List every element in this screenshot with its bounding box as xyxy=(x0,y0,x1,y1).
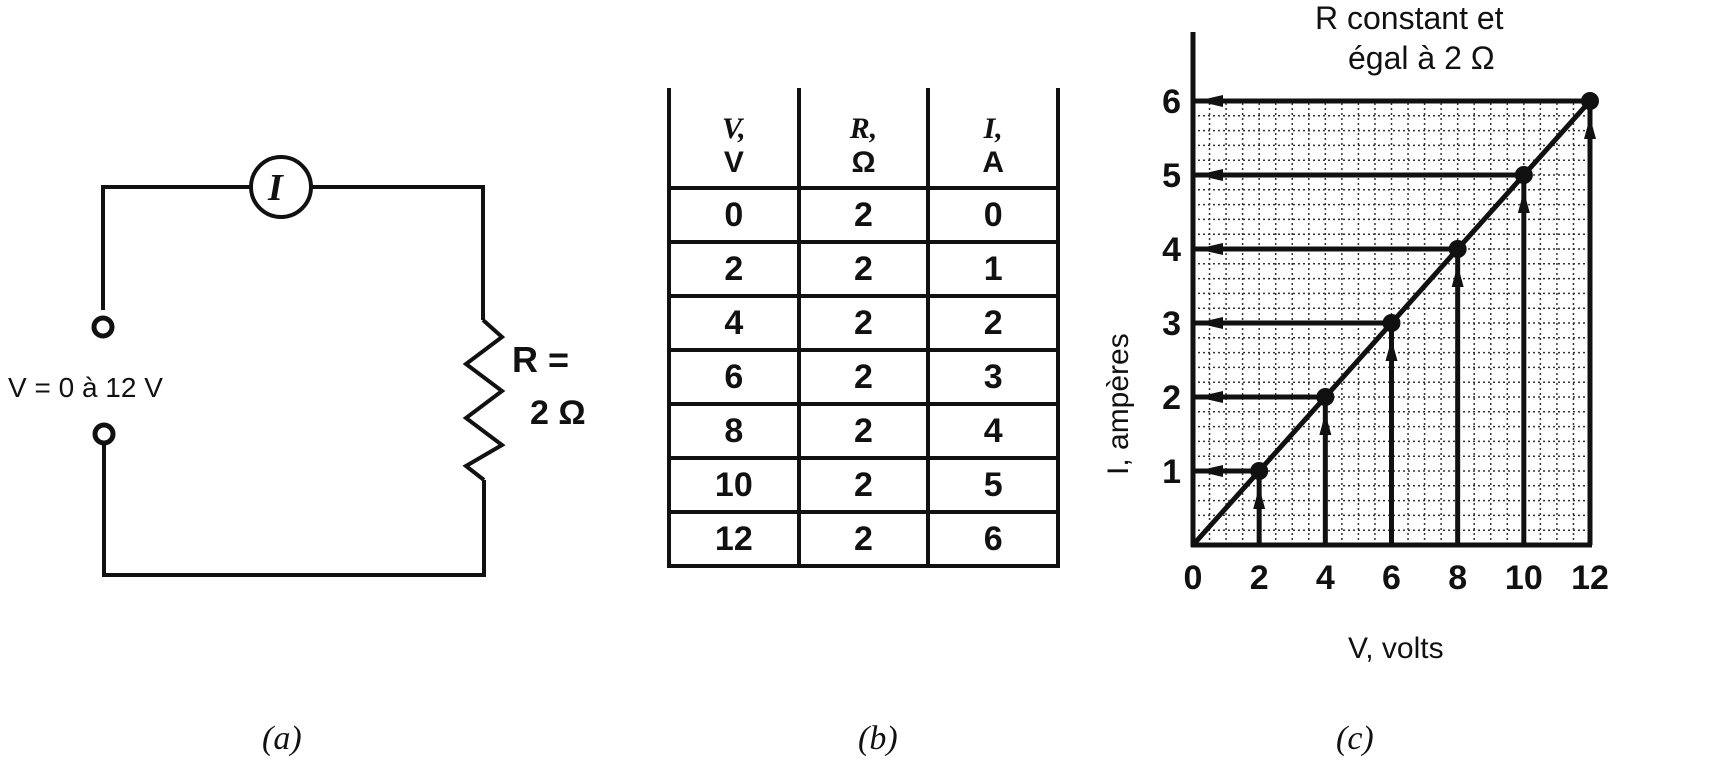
cell-resistance: 2 xyxy=(796,512,931,568)
circuit-diagram: I V = 0 à 12 V R = 2 Ω (a) xyxy=(0,0,620,777)
data-point xyxy=(1250,462,1269,480)
cell-voltage: 6 xyxy=(667,350,801,406)
arrowhead-left-icon xyxy=(1197,391,1223,403)
arrowhead-up-icon xyxy=(1584,117,1596,139)
cell-current: 2 xyxy=(926,296,1060,352)
y-tick-label: 2 xyxy=(1162,379,1181,417)
caption-c: (c) xyxy=(1336,720,1374,757)
data-point xyxy=(1316,388,1335,406)
header-resistance: R,Ω xyxy=(796,88,931,190)
data-point xyxy=(1581,92,1599,110)
y-tick-label: 1 xyxy=(1162,453,1181,491)
terminal-top-icon xyxy=(91,315,115,339)
resistor-label-line2: 2 Ω xyxy=(530,394,586,432)
chart-title-line2: égal à 2 Ω xyxy=(1348,40,1495,76)
arrowhead-up-icon xyxy=(1451,265,1464,287)
arrowhead-left-icon xyxy=(1197,243,1223,255)
arrowhead-left-icon xyxy=(1197,169,1223,181)
arrowhead-up-icon xyxy=(1385,339,1398,361)
arrowhead-up-icon xyxy=(1253,487,1266,509)
x-tick-label: 2 xyxy=(1250,559,1269,597)
cell-voltage: 2 xyxy=(667,242,801,298)
cell-resistance: 2 xyxy=(796,188,931,244)
circuit-wires xyxy=(91,155,506,577)
arrowhead-up-icon xyxy=(1319,413,1332,435)
source-voltage-label: V = 0 à 12 V xyxy=(8,372,163,403)
caption-b: (b) xyxy=(858,720,898,757)
cell-current: 6 xyxy=(926,512,1060,568)
x-tick-label: 8 xyxy=(1448,559,1467,597)
y-axis-label: I, ampères xyxy=(1102,333,1135,475)
data-point xyxy=(1448,240,1467,258)
cell-resistance: 2 xyxy=(796,458,931,514)
x-tick-label: 0 xyxy=(1184,559,1203,597)
data-point xyxy=(1514,166,1533,184)
cell-current: 4 xyxy=(926,404,1060,460)
cell-voltage: 12 xyxy=(667,512,801,568)
data-point xyxy=(1382,314,1401,332)
x-tick-label: 12 xyxy=(1571,559,1609,597)
ammeter-label: I xyxy=(268,167,283,209)
x-axis-label: V, volts xyxy=(1348,632,1444,665)
cell-current: 3 xyxy=(926,350,1060,406)
cell-voltage: 0 xyxy=(667,188,801,244)
cell-voltage: 4 xyxy=(667,296,801,352)
cell-current: 5 xyxy=(926,458,1060,514)
table-header-row: V,V R,Ω I,A xyxy=(667,88,1060,190)
cell-voltage: 10 xyxy=(667,458,801,514)
chart-title-text: R constant et xyxy=(1315,0,1504,36)
wire-top-left xyxy=(101,185,250,310)
chart-title-line1: R constant et xyxy=(1315,0,1504,37)
header-current: I,A xyxy=(926,88,1060,190)
cell-resistance: 2 xyxy=(796,242,931,298)
y-tick-label: 6 xyxy=(1162,83,1181,121)
arrowhead-left-icon xyxy=(1197,95,1223,107)
wire-top-right xyxy=(312,185,485,320)
x-tick-label: 4 xyxy=(1316,559,1335,597)
arrowhead-left-icon xyxy=(1197,465,1223,477)
resistor-icon xyxy=(462,318,506,482)
y-tick-label: 4 xyxy=(1162,231,1181,269)
cell-current: 0 xyxy=(926,188,1060,244)
cell-resistance: 2 xyxy=(796,296,931,352)
ammeter-icon xyxy=(249,155,313,219)
caption-a: (a) xyxy=(262,720,302,757)
cell-resistance: 2 xyxy=(796,404,931,460)
arrowhead-up-icon xyxy=(1517,191,1530,213)
arrowhead-left-icon xyxy=(1197,317,1223,329)
cell-voltage: 8 xyxy=(667,404,801,460)
y-tick-label: 5 xyxy=(1162,157,1181,195)
cell-current: 1 xyxy=(926,242,1060,298)
y-tick-label: 3 xyxy=(1162,305,1181,343)
terminal-bottom-icon xyxy=(92,422,116,446)
x-tick-label: 10 xyxy=(1505,559,1543,597)
wire-bottom xyxy=(102,443,486,577)
header-voltage: V,V xyxy=(667,88,801,190)
cell-resistance: 2 xyxy=(796,350,931,406)
x-tick-label: 6 xyxy=(1382,559,1401,597)
resistor-label-line1: R = xyxy=(512,339,570,380)
